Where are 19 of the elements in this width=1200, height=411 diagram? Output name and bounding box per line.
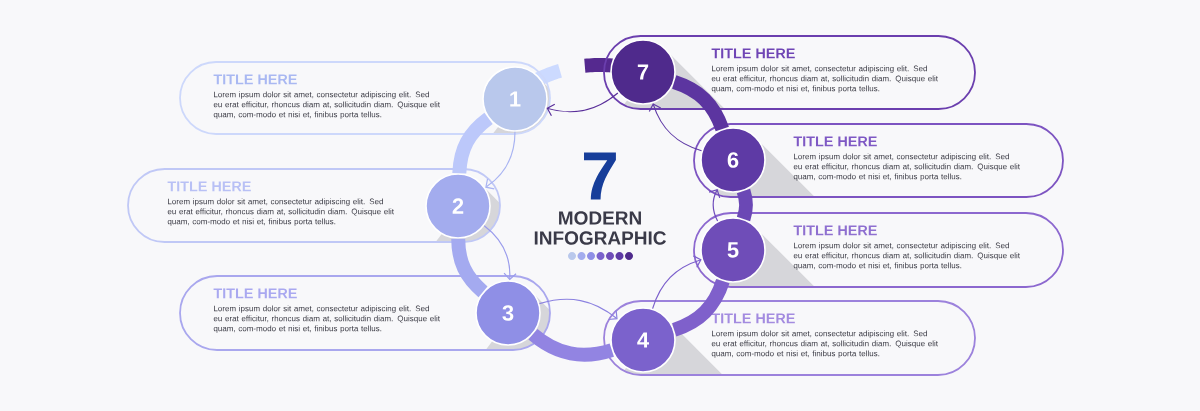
ring-segment: [736, 188, 754, 222]
arrow: [485, 131, 516, 190]
number-badge: 1: [482, 66, 548, 132]
arrow: [648, 103, 703, 152]
ring-segment: [452, 112, 493, 174]
arrow: [708, 188, 721, 222]
number-badge: 5: [700, 217, 766, 283]
heading: MODERN INFOGRAPHIC: [534, 211, 666, 245]
number-badge: 2: [425, 173, 491, 239]
number-badge: 6: [700, 127, 766, 193]
arrow: [652, 255, 702, 310]
ring-segment: [528, 328, 614, 362]
arrow: [483, 225, 517, 281]
number-badge: 3: [475, 280, 541, 346]
arrow: [538, 298, 618, 321]
arrow: [546, 92, 619, 117]
big-number: 7: [584, 152, 616, 200]
number-badge: 7: [610, 39, 676, 105]
number-badge: 4: [610, 307, 676, 373]
